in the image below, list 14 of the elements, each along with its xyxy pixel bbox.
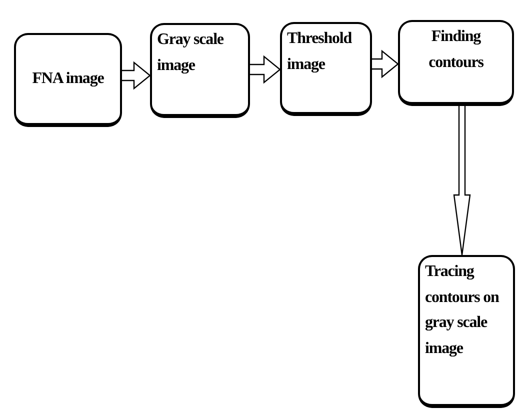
box-label: Threshold image [287, 29, 353, 75]
hollow-arrow [371, 50, 399, 78]
process-box [280, 22, 372, 116]
hollow-arrow [121, 61, 151, 90]
process-box [398, 20, 514, 106]
process-box [418, 255, 515, 408]
box-label: Tracing contours on gray scale image [425, 262, 500, 359]
process-box [14, 33, 122, 127]
box-label: FNA image [32, 69, 104, 90]
hollow-arrow [249, 55, 281, 84]
process-box [150, 23, 250, 118]
box-label: Gray scale image [157, 30, 224, 76]
box-label: Finding contours [428, 27, 484, 73]
hollow-arrow [453, 105, 471, 256]
